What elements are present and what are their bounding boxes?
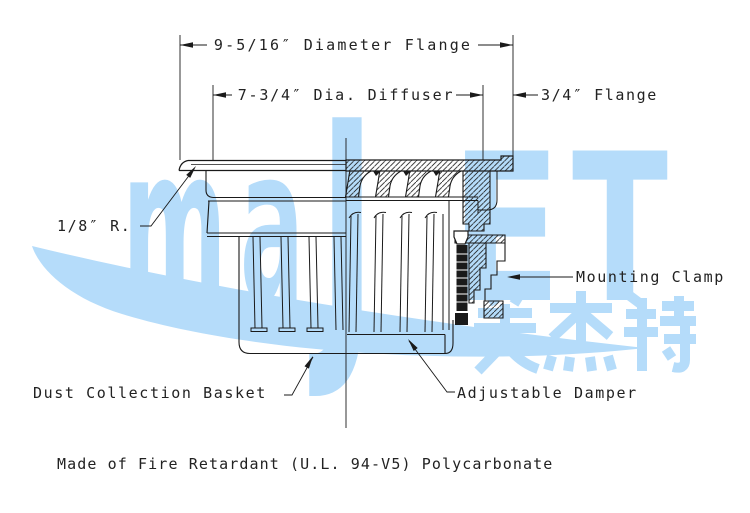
watermark-logo-majet: m a J E T <box>122 58 668 407</box>
mounting-clamp-outline <box>484 243 506 301</box>
watermark-swoosh <box>32 246 645 357</box>
leader-arrowheads <box>186 166 520 369</box>
clamp-bolt <box>453 230 469 325</box>
flange-left-outline <box>178 159 346 172</box>
flange-section-hatched <box>345 155 514 172</box>
damper-vanes-right <box>348 201 450 333</box>
dim-flange-diameter: 9-5/16″ Diameter Flange <box>213 36 473 54</box>
dim-diffuser-diameter: 7-3/4″ Dia. Diffuser <box>237 86 455 104</box>
diffuser-vanes-section <box>344 170 464 198</box>
vane-gap-wedges <box>373 171 441 176</box>
label-radius: 1/8″ R. <box>57 217 132 235</box>
cone-rings-left <box>250 236 344 332</box>
material-note: Made of Fire Retardant (U.L. 94-V5) Poly… <box>57 455 554 473</box>
label-adjustable-damper: Adjustable Damper <box>457 384 638 402</box>
bolt-nut <box>455 313 468 325</box>
dust-basket-outline <box>238 237 454 355</box>
outer-wall-section <box>454 170 506 319</box>
dim-flange-width: 3/4″ Flange <box>541 86 658 104</box>
diffuser-body-left <box>205 171 346 238</box>
watermark-layer: m a J E T <box>32 58 696 407</box>
bolt-head <box>453 230 469 245</box>
label-mounting-clamp: Mounting Clamp <box>576 268 725 286</box>
dimension-arrowheads <box>180 42 526 98</box>
label-dust-basket: Dust Collection Basket <box>33 384 267 402</box>
